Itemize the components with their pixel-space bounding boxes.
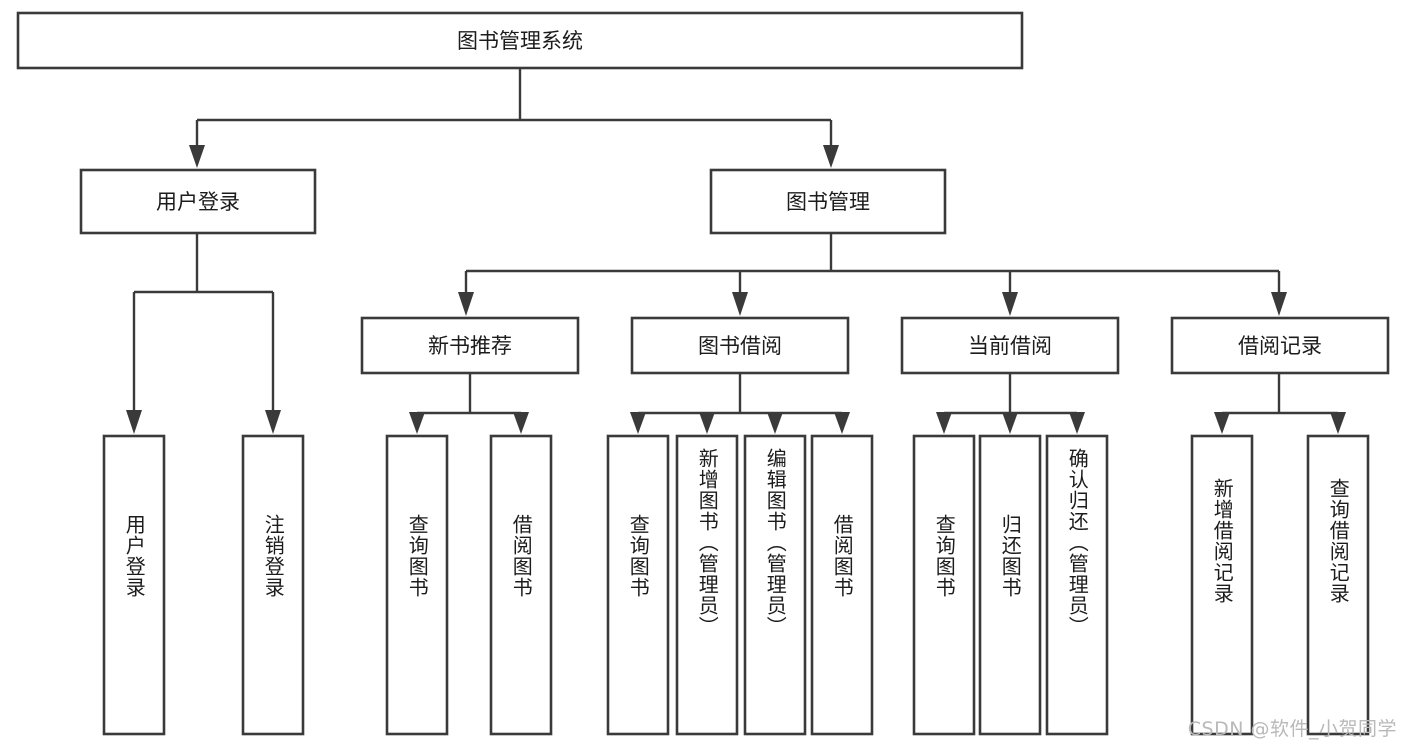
node-borrow-record[interactable]: 借阅记录	[1170, 316, 1390, 375]
leaf-box-borrow-book-bb[interactable]	[810, 434, 874, 736]
node-current-borrow-label: 当前借阅	[968, 334, 1052, 358]
arrow-head-bb-2	[699, 412, 715, 434]
leaf-box-edit-book-admin[interactable]	[743, 434, 807, 736]
arrow-head-user-login	[189, 145, 205, 168]
leaf-box-user-login[interactable]	[102, 434, 166, 736]
arrow-head-current-borrow	[1002, 292, 1018, 316]
leaf-box-query-book-cb[interactable]	[912, 434, 976, 736]
arrow-head-nb-2	[513, 412, 529, 434]
node-root[interactable]: 图书管理系统	[16, 11, 1024, 70]
leaf-box-borrow-book-nb[interactable]	[489, 434, 553, 736]
node-book-management-box[interactable]	[709, 168, 947, 235]
arrow-head-leaf-logout	[265, 410, 281, 434]
node-book-borrow[interactable]: 图书借阅	[630, 316, 850, 375]
connector-group-root-to-level2	[189, 68, 839, 168]
arrow-head-cb-1	[936, 412, 952, 434]
connector-group-bookborrow-to-leaves	[630, 373, 850, 434]
node-book-borrow-label: 图书借阅	[698, 334, 782, 358]
arrow-head-nb-1	[409, 412, 425, 434]
arrow-head-bb-4	[834, 412, 850, 434]
leaf-box-add-book-admin[interactable]	[675, 434, 739, 736]
arrow-head-cb-2	[1002, 412, 1018, 434]
leaf-box-query-book-bb[interactable]	[606, 434, 670, 736]
leaf-box-confirm-return-admin[interactable]	[1045, 434, 1109, 736]
node-root-label: 图书管理系统	[457, 29, 583, 53]
arrow-head-br-1	[1214, 412, 1230, 434]
arrow-head-borrow-record	[1271, 292, 1287, 316]
node-book-management[interactable]: 图书管理	[709, 168, 947, 235]
arrow-head-leaf-user-login	[126, 410, 142, 434]
arrow-head-bb-1	[630, 412, 646, 434]
node-book-borrow-box[interactable]	[630, 316, 850, 375]
node-borrow-record-label: 借阅记录	[1238, 334, 1322, 358]
node-current-borrow[interactable]: 当前借阅	[900, 316, 1120, 375]
node-user-login-label: 用户登录	[156, 190, 240, 214]
node-borrow-record-box[interactable]	[1170, 316, 1390, 375]
leaf-box-query-borrow-record[interactable]	[1306, 434, 1370, 736]
node-new-book-recommend-label: 新书推荐	[428, 334, 512, 358]
connector-group-borrowrecord-to-leaves	[1214, 373, 1346, 434]
connector-group-currentborrow-to-leaves	[936, 373, 1085, 434]
arrow-head-cb-3	[1069, 412, 1085, 434]
connector-group-newbook-to-leaves	[409, 373, 529, 434]
leaf-box-logout[interactable]	[241, 434, 305, 736]
node-new-book-recommend-box[interactable]	[360, 316, 580, 375]
arrow-head-borrow	[732, 292, 748, 316]
node-user-login-box[interactable]	[79, 168, 317, 235]
connector-group-usermgmt-to-leaves	[126, 233, 281, 434]
arrow-head-br-2	[1330, 412, 1346, 434]
node-book-management-label: 图书管理	[786, 190, 870, 214]
node-current-borrow-box[interactable]	[900, 316, 1120, 375]
node-user-login[interactable]: 用户登录	[79, 168, 317, 235]
arrow-head-book-manage	[823, 145, 839, 168]
node-new-book-recommend[interactable]: 新书推荐	[360, 316, 580, 375]
leaf-box-query-book-nb[interactable]	[385, 434, 449, 736]
node-root-box[interactable]	[16, 11, 1024, 70]
leaf-box-return-book[interactable]	[978, 434, 1042, 736]
connector-group-bookmanage-to-level3	[458, 233, 1287, 316]
arrow-head-bb-3	[767, 412, 783, 434]
leaf-box-add-borrow-record[interactable]	[1190, 434, 1254, 736]
arrow-head-new-book	[458, 292, 474, 316]
